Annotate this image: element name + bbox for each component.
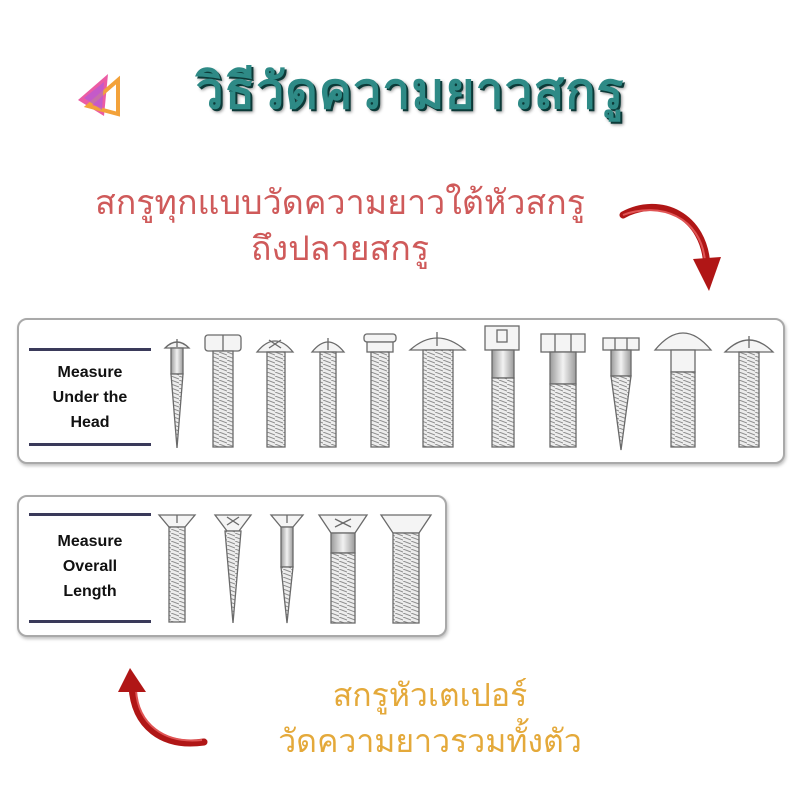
screw-fillister-machine: [204, 334, 242, 448]
screw-carriage-bolt: [653, 332, 713, 448]
screw-binding: [363, 333, 397, 448]
screw-flat-phillips-drywall: [269, 514, 305, 624]
label-line: Under the: [52, 389, 128, 406]
label-measure-overall-length: Measure Overall Length: [29, 513, 151, 623]
screw-countersunk-bolt: [379, 514, 433, 624]
screw-flat-socket: [317, 514, 369, 624]
screw-pan-slotted: [723, 336, 775, 448]
screw-socket-cap: [484, 325, 520, 448]
screw-hex-lag: [602, 337, 640, 451]
instruction-bottom-line2: วัดความยาวรวมทั้งตัว: [278, 722, 582, 760]
logo-icon: [78, 74, 120, 117]
screws-under-head-illustration: [163, 325, 775, 451]
screw-oval-slotted: [310, 338, 346, 448]
label-line: Overall: [62, 558, 118, 575]
instruction-bottom: สกรูหัวเตเปอร์ วัดความยาวรวมทั้งตัว: [210, 672, 650, 764]
instruction-bottom-line1: สกรูหัวเตเปอร์: [332, 676, 528, 714]
screw-truss: [408, 332, 467, 448]
instruction-top: สกรูทุกแบบวัดความยาวใต้หัวสกรู ถึงปลายสก…: [30, 180, 650, 272]
panel-measure-overall-length: Measure Overall Length: [17, 495, 447, 637]
label-line: Measure: [57, 533, 123, 550]
label-line: Measure: [57, 364, 123, 381]
page-title: วิธีวัดความยาวสกรู: [195, 62, 625, 120]
screw-flat-phillips-wood: [213, 514, 253, 624]
screw-hex-head: [540, 333, 586, 448]
arrow-down-icon: [619, 203, 721, 291]
label-measure-under-head: Measure Under the Head: [29, 348, 151, 446]
screw-phillips-oval: [255, 339, 295, 448]
instruction-top-line2: ถึงปลายสกรู: [250, 229, 430, 269]
screws-overall-illustration: [157, 514, 433, 624]
screw-round-slotted: [163, 339, 191, 449]
arrow-up-icon: [118, 668, 208, 747]
screw-flat-slotted-machine: [157, 514, 197, 623]
panel-measure-under-head: Measure Under the Head: [17, 318, 785, 464]
label-line: Length: [63, 583, 117, 600]
instruction-top-line1: สกรูทุกแบบวัดความยาวใต้หัวสกรู: [94, 183, 586, 223]
label-line: Head: [70, 414, 110, 431]
